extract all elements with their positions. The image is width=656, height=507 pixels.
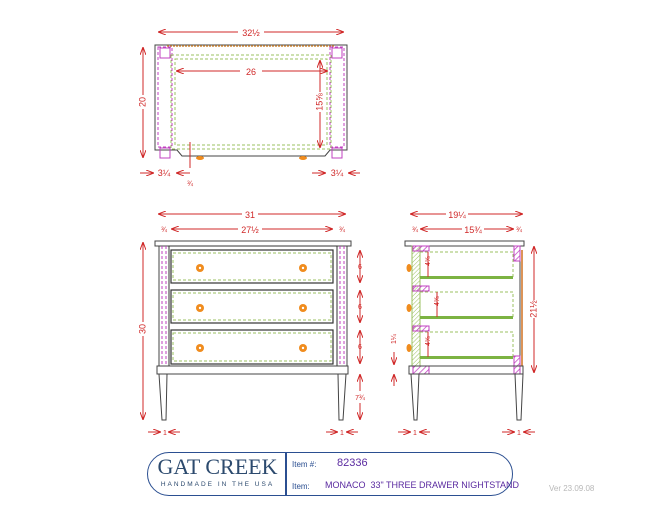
gat-creek-logo: GAT CREEK HANDMADE IN THE USA: [150, 454, 285, 489]
title-block-divider: [285, 452, 287, 496]
drawer-box-3-dim: 4⅝: [425, 336, 432, 346]
front-left-leg-dim: 1: [163, 430, 167, 437]
side-view: 19¼ 15¾ ¾ ¾ 21½ 4⅝ 4⅝ 4⅝ 1¼ 1 1: [391, 208, 540, 437]
top-depth-dim: 20: [137, 97, 147, 107]
logo-name: GAT CREEK: [157, 454, 278, 479]
side-inner-depth-dim: 15¾: [464, 225, 482, 235]
side-left-leg-dim: 1: [413, 430, 417, 437]
top-inner-depth-dim: 15⅝: [314, 93, 324, 111]
item-number: 82336: [337, 457, 368, 469]
front-width-dim: 31: [245, 210, 255, 220]
leg-height-dim: 7¾: [355, 395, 365, 402]
drawer-3[interactable]: [170, 329, 334, 365]
title-block: [147, 452, 513, 496]
bottom-rail-dim: 1¼: [391, 334, 398, 344]
drawer-box-1-dim: 4⅝: [425, 256, 432, 266]
front-right-post-dim: ¾: [339, 227, 345, 234]
logo-tagline: HANDMADE IN THE USA: [160, 481, 275, 488]
drawer-3-height-dim: 6: [358, 344, 362, 351]
drawer-box-2-dim: 4⅝: [434, 296, 441, 306]
side-right-leg-dim: 1: [517, 430, 521, 437]
top-width-dim: 32½: [242, 28, 260, 38]
top-notch-dim: ¾: [187, 181, 193, 188]
side-case-height-dim: 21½: [528, 300, 538, 318]
side-front-post-dim: ¾: [412, 227, 418, 234]
front-inner-width-dim: 27½: [241, 225, 259, 235]
top-view: 32½ 20 26 15⅝ 3¼ 3¼ ¾: [137, 26, 360, 188]
drawer-1[interactable]: [170, 249, 334, 284]
drawer-2-height-dim: 6: [358, 304, 362, 311]
side-back-post-dim: ¾: [516, 227, 522, 234]
drawer-2[interactable]: [170, 289, 334, 324]
top-right-inset-dim: 3¼: [331, 168, 344, 178]
top-left-inset-dim: 3¼: [158, 168, 171, 178]
front-view: 31 27½ ¾ ¾ 30 6 6 6 7¾ 1 1: [137, 208, 366, 437]
item-name: MONACO 33" THREE DRAWER NIGHTSTAND: [325, 480, 520, 490]
front-left-post-dim: ¾: [161, 227, 167, 234]
front-height-dim: 30: [137, 324, 147, 334]
version-text: Ver 23.09.08: [549, 484, 595, 493]
front-right-leg-dim: 1: [340, 430, 344, 437]
drawer-1-height-dim: 6: [358, 264, 362, 271]
item-number-label: Item #:: [292, 460, 317, 469]
side-depth-dim: 19¼: [448, 210, 466, 220]
item-label: Item:: [292, 482, 310, 491]
top-inner-width-dim: 26: [246, 67, 256, 77]
